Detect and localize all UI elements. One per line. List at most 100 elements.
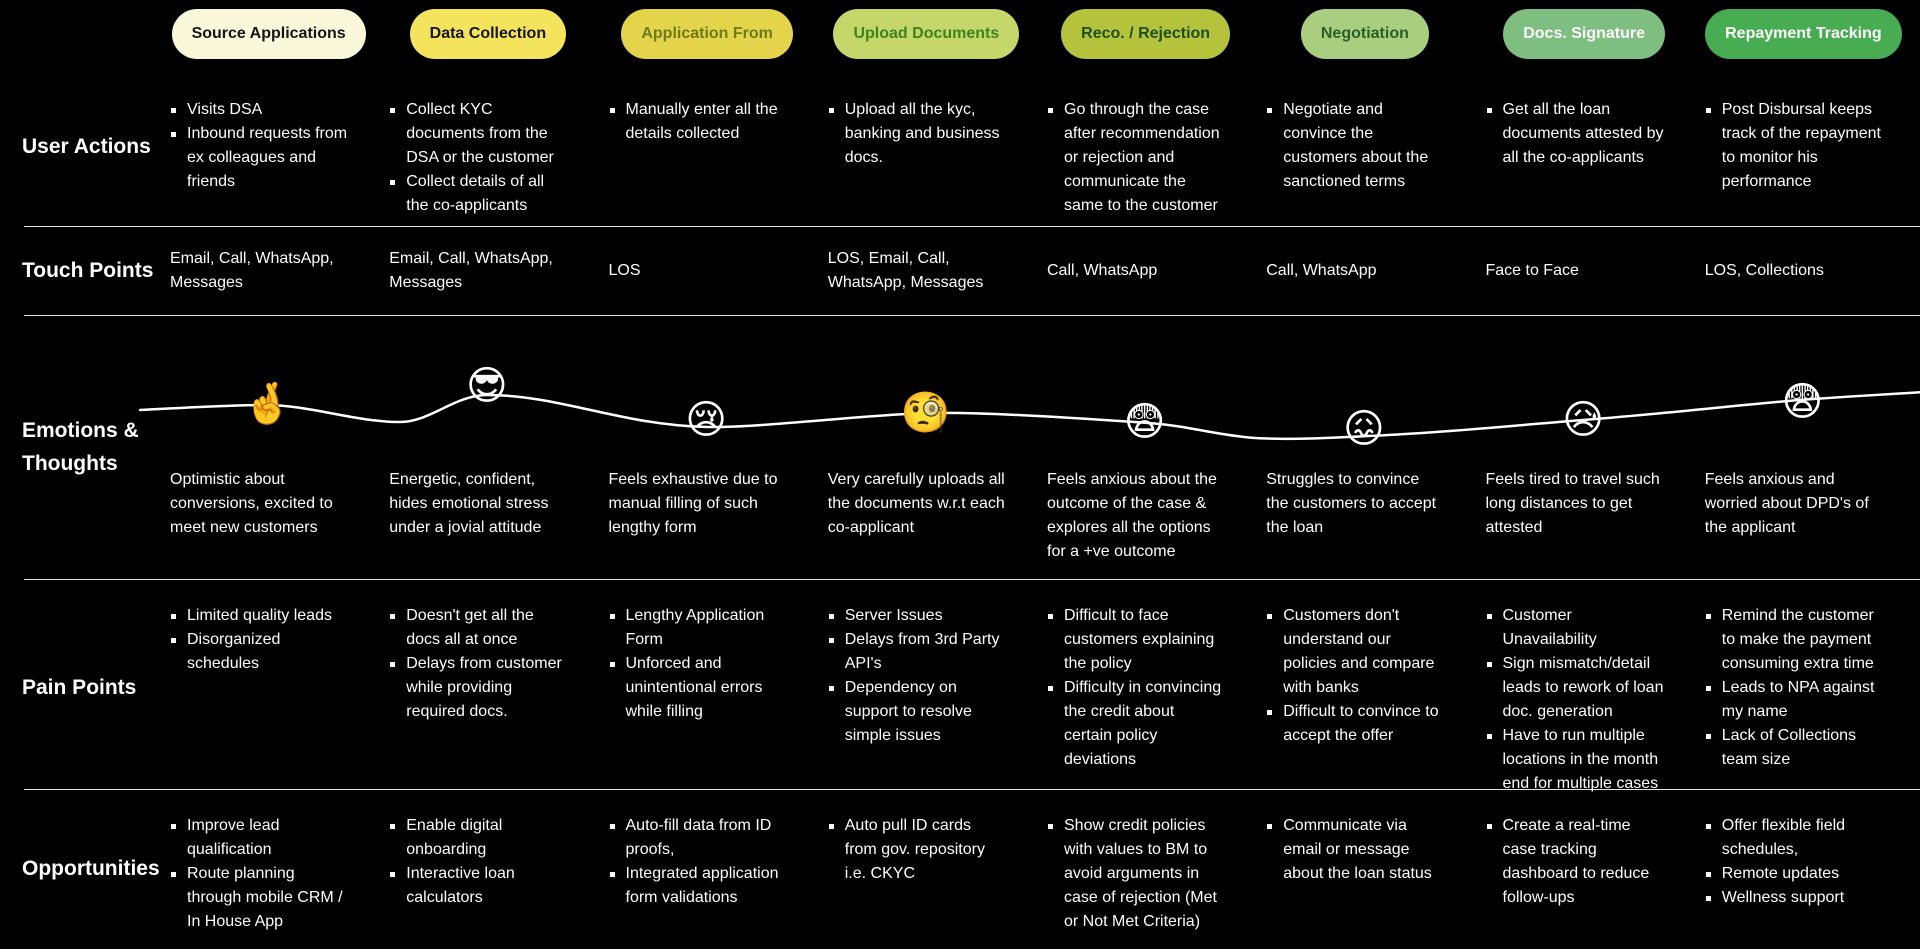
opportunity-item: Remote updates bbox=[1705, 862, 1884, 886]
user-action-item: Negotiate and convince the customers abo… bbox=[1266, 98, 1445, 194]
stage-cell: Manually enter all the details collected bbox=[597, 68, 816, 226]
pain-point-item: Dependency on support to resolve simple … bbox=[828, 676, 1007, 748]
stage-pill-cell: Negotiation bbox=[1254, 9, 1473, 59]
opportunities-row: Opportunities Improve lead qualification… bbox=[0, 790, 1920, 949]
pain-points-label-text: Pain Points bbox=[22, 675, 137, 699]
pain-point-item: Leads to NPA against my name bbox=[1705, 676, 1884, 724]
opportunity-item: Improve lead qualification bbox=[170, 814, 349, 862]
touch-points-cell: Email, Call, WhatsApp, Messages bbox=[377, 247, 596, 295]
emotion-text: Feels exhaustive due to manual filling o… bbox=[608, 471, 778, 536]
touch-points-cell: LOS, Collections bbox=[1693, 259, 1912, 283]
pain-point-item: Have to run multiple locations in the mo… bbox=[1486, 724, 1665, 796]
emotion-text-cell: Very carefully uploads all the documents… bbox=[816, 316, 1035, 579]
bullet-list: Auto pull ID cards from gov. repository … bbox=[828, 814, 1007, 886]
opportunity-item: Show credit policies with values to BM t… bbox=[1047, 814, 1226, 934]
pain-point-item: Delays from 3rd Party API's bbox=[828, 628, 1007, 676]
row-divider bbox=[24, 789, 1920, 790]
bullet-list: Offer flexible field schedules,Remote up… bbox=[1705, 814, 1884, 910]
opportunity-item: Create a real-time case tracking dashboa… bbox=[1486, 814, 1665, 910]
pain-point-item: Doesn't get all the docs all at once bbox=[389, 604, 568, 652]
user-actions-label-text: User Actions bbox=[22, 134, 151, 158]
emotion-text: Struggles to convince the customers to a… bbox=[1266, 471, 1437, 536]
stage-cell: Post Disbursal keeps track of the repaym… bbox=[1693, 68, 1912, 226]
touch-points-label: Touch Points bbox=[0, 255, 158, 288]
stage-pill: Negotiation bbox=[1300, 9, 1429, 59]
bullet-list: Communicate via email or message about t… bbox=[1266, 814, 1445, 886]
user-actions-label: User Actions bbox=[0, 68, 158, 226]
stage-cell: Go through the case after recommendation… bbox=[1035, 68, 1254, 226]
opportunity-item: Interactive loan calculators bbox=[389, 862, 568, 910]
bullet-list: Show credit policies with values to BM t… bbox=[1047, 814, 1226, 934]
user-action-item: Upload all the kyc, banking and business… bbox=[828, 98, 1007, 170]
pain-point-item: Difficult to convince to accept the offe… bbox=[1266, 700, 1445, 748]
bullet-list: Create a real-time case tracking dashboa… bbox=[1486, 814, 1665, 910]
user-action-item: Inbound requests from ex colleagues and … bbox=[170, 122, 349, 194]
emotion-text-cell: Feels exhaustive due to manual filling o… bbox=[597, 316, 816, 579]
emotion-text: Feels anxious about the outcome of the c… bbox=[1047, 471, 1217, 560]
touch-points-text: Call, WhatsApp bbox=[1266, 262, 1377, 279]
touch-points-text: Face to Face bbox=[1485, 262, 1579, 279]
opportunity-item: Enable digital onboarding bbox=[389, 814, 568, 862]
stage-pill-cell: Application From bbox=[597, 9, 816, 59]
touch-points-text: LOS, Collections bbox=[1704, 262, 1824, 279]
opportunity-item: Integrated application form validations bbox=[609, 862, 788, 910]
opportunities-label-text: Opportunities bbox=[22, 857, 160, 881]
bullet-list: Customers don't understand our policies … bbox=[1266, 604, 1445, 748]
emotions-label-text: Emotions & Thoughts bbox=[22, 418, 139, 475]
opportunity-item: Auto-fill data from ID proofs, bbox=[609, 814, 788, 862]
stage-pill-cell: Repayment Tracking bbox=[1693, 9, 1912, 59]
row-divider bbox=[24, 226, 1920, 227]
opportunity-item: Communicate via email or message about t… bbox=[1266, 814, 1445, 886]
touch-points-cell: Face to Face bbox=[1474, 259, 1693, 283]
stage-pill-cell: Data Collection bbox=[377, 9, 596, 59]
bullet-list: Remind the customer to make the payment … bbox=[1705, 604, 1884, 772]
pain-point-item: Unforced and unintentional errors while … bbox=[609, 652, 788, 724]
emotion-text: Energetic, confident, hides emotional st… bbox=[389, 471, 549, 536]
stage-cell: Negotiate and convince the customers abo… bbox=[1254, 68, 1473, 226]
user-action-item: Manually enter all the details collected bbox=[609, 98, 788, 146]
stage-pill-cell: Reco. / Rejection bbox=[1035, 9, 1254, 59]
opportunity-item: Offer flexible field schedules, bbox=[1705, 814, 1884, 862]
user-action-item: Get all the loan documents attested by a… bbox=[1486, 98, 1665, 170]
touch-points-cell: LOS bbox=[597, 259, 816, 283]
stage-pill: Reco. / Rejection bbox=[1061, 9, 1231, 59]
bullet-list: Difficult to face customers explaining t… bbox=[1047, 604, 1226, 772]
pain-point-item: Customer Unavailability bbox=[1486, 604, 1665, 652]
touch-points-cell: Email, Call, WhatsApp, Messages bbox=[158, 247, 377, 295]
stage-pill: Docs. Signature bbox=[1503, 9, 1666, 59]
touch-points-text: LOS, Email, Call, WhatsApp, Messages bbox=[827, 250, 984, 291]
bullet-list: Negotiate and convince the customers abo… bbox=[1266, 98, 1445, 194]
emotions-label: Emotions & Thoughts bbox=[0, 316, 158, 579]
opportunity-item: Wellness support bbox=[1705, 886, 1884, 910]
row-divider bbox=[24, 315, 1920, 316]
stage-pill: Source Applications bbox=[171, 9, 366, 59]
pain-point-item: Disorganized schedules bbox=[170, 628, 349, 676]
pain-point-item: Lengthy Application Form bbox=[609, 604, 788, 652]
pain-point-item: Lack of Collections team size bbox=[1705, 724, 1884, 772]
stage-pill-cell: Docs. Signature bbox=[1474, 9, 1693, 59]
user-action-item: Visits DSA bbox=[170, 98, 349, 122]
emotion-text-cell: Energetic, confident, hides emotional st… bbox=[377, 316, 596, 579]
pain-point-item: Server Issues bbox=[828, 604, 1007, 628]
stage-pill-cell: Source Applications bbox=[158, 9, 377, 59]
user-action-item: Go through the case after recommendation… bbox=[1047, 98, 1226, 218]
emotion-text: Feels tired to travel such long distance… bbox=[1485, 471, 1660, 536]
touch-points-text: LOS bbox=[608, 262, 641, 279]
stage-cell: Offer flexible field schedules,Remote up… bbox=[1693, 790, 1912, 949]
bullet-list: Upload all the kyc, banking and business… bbox=[828, 98, 1007, 170]
emotion-text-cell: Struggles to convince the customers to a… bbox=[1254, 316, 1473, 579]
stage-cell: Communicate via email or message about t… bbox=[1254, 790, 1473, 949]
touch-points-text: Call, WhatsApp bbox=[1047, 262, 1158, 279]
bullet-list: Auto-fill data from ID proofs,Integrated… bbox=[609, 814, 788, 910]
